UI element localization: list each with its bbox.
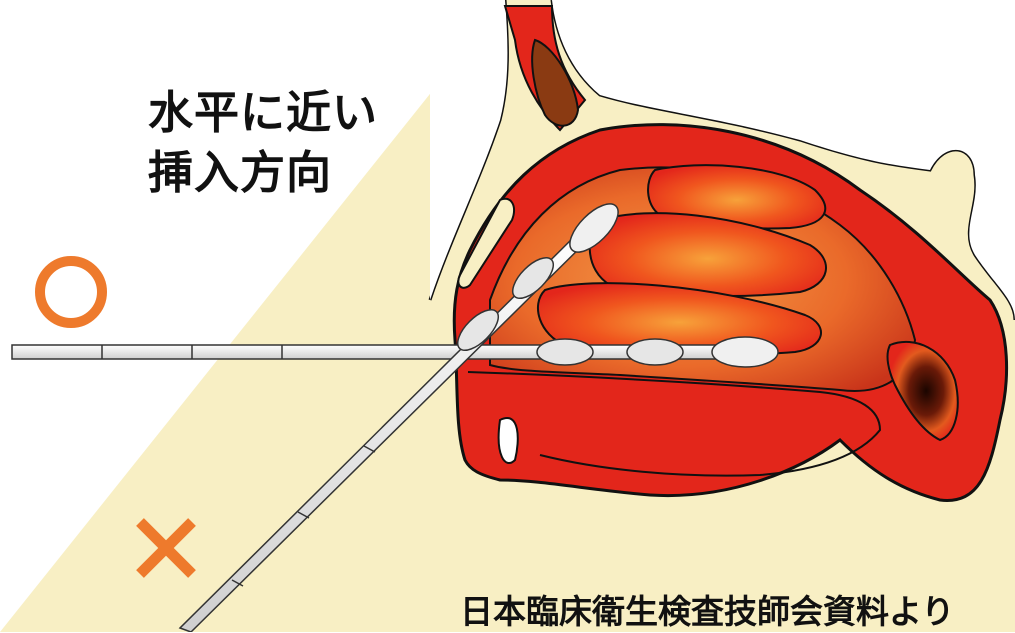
source-note: 日本臨床衛生検査技師会資料より <box>460 585 954 633</box>
title-line-2: 挿入方向 <box>148 136 332 201</box>
swab-trace <box>627 339 683 365</box>
correct-swab-shaft <box>12 345 730 359</box>
swab-trace <box>537 339 593 365</box>
circle-icon <box>40 261 102 323</box>
correct-swab-tip <box>712 337 778 367</box>
title-line-1: 水平に近い <box>148 76 378 141</box>
upper-lip-tissue <box>499 418 518 463</box>
